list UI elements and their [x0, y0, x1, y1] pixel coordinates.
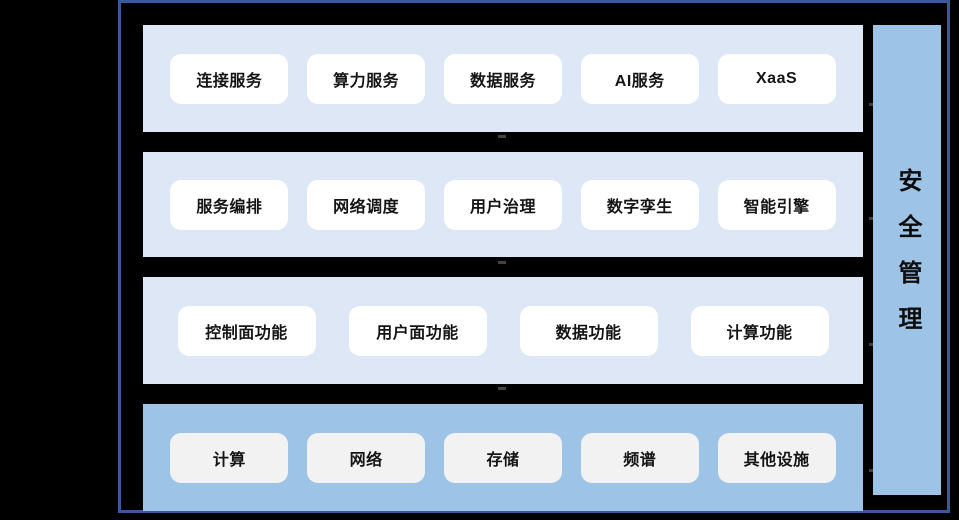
chip-compute-function[interactable]: 计算功能	[690, 305, 829, 356]
security-management-label: 安全管理	[894, 168, 921, 352]
chip-xaas[interactable]: XaaS	[717, 53, 836, 104]
chip-compute-service[interactable]: 算力服务	[307, 53, 426, 104]
layer-infrastructure[interactable]: 计算 网络 存储 频谱 其他设施	[143, 404, 863, 511]
chip-digital-twin[interactable]: 数字孪生	[580, 179, 699, 230]
layer-connector-tick-icon	[498, 261, 506, 264]
chip-data-function[interactable]: 数据功能	[519, 305, 658, 356]
chip-compute[interactable]: 计算	[170, 432, 289, 483]
chip-network-scheduling[interactable]: 网络调度	[307, 179, 426, 230]
chip-user-plane-function[interactable]: 用户面功能	[348, 305, 487, 356]
layer-service[interactable]: 连接服务 算力服务 数据服务 AI服务 XaaS	[143, 25, 863, 132]
chip-user-governance[interactable]: 用户治理	[443, 179, 562, 230]
layer-connector-tick-icon	[498, 135, 506, 138]
layer-connector-tick-icon	[498, 387, 506, 390]
chip-other-facilities[interactable]: 其他设施	[717, 432, 836, 483]
layer-function[interactable]: 控制面功能 用户面功能 数据功能 计算功能	[143, 277, 863, 384]
chip-intelligent-engine[interactable]: 智能引擎	[717, 179, 836, 230]
chip-network[interactable]: 网络	[307, 432, 426, 483]
chip-data-service[interactable]: 数据服务	[443, 53, 562, 104]
layer-orchestration[interactable]: 服务编排 网络调度 用户治理 数字孪生 智能引擎	[143, 152, 863, 257]
chip-spectrum[interactable]: 频谱	[580, 432, 699, 483]
chip-storage[interactable]: 存储	[443, 432, 562, 483]
slide-frame: 连接服务 算力服务 数据服务 AI服务 XaaS 服务编排 网络调度 用户治理 …	[118, 0, 950, 513]
chip-ai-service[interactable]: AI服务	[580, 53, 699, 104]
security-management-column[interactable]: 安全管理	[873, 25, 941, 495]
chip-service-orchestration[interactable]: 服务编排	[170, 179, 289, 230]
chip-connection-service[interactable]: 连接服务	[170, 53, 289, 104]
chip-control-plane-function[interactable]: 控制面功能	[177, 305, 316, 356]
architecture-layer-stack: 连接服务 算力服务 数据服务 AI服务 XaaS 服务编排 网络调度 用户治理 …	[143, 25, 881, 511]
